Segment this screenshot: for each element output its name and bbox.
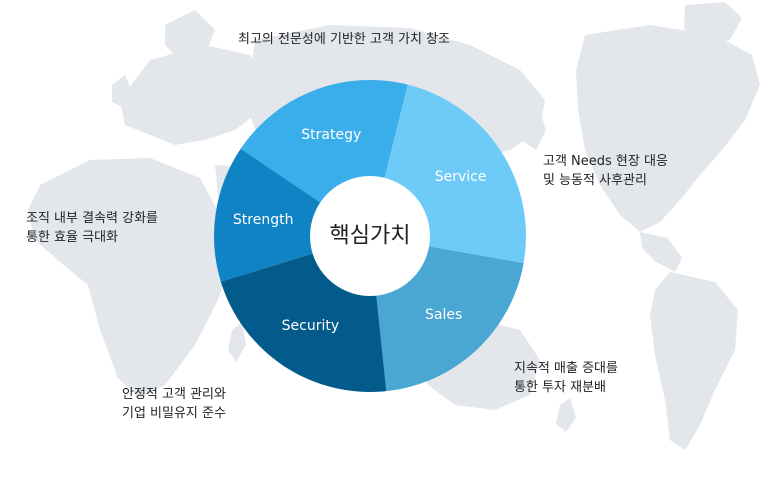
segment-label-strength: Strength	[233, 212, 294, 228]
strategy-description-line: 최고의 전문성에 기반한 고객 가치 창조	[238, 32, 451, 47]
center-circle	[310, 176, 430, 296]
sales-description: 지속적 매출 증대를 통한 투자 재분배	[514, 359, 618, 397]
service-description-line: 고객 Needs 현장 대응	[543, 154, 668, 169]
center-label: 핵심가치	[330, 224, 411, 249]
segment-security	[220, 252, 387, 393]
strength-description: 조직 내부 결속력 강화를 통한 효율 극대화	[26, 209, 158, 247]
segment-label-service: Service	[435, 169, 487, 185]
segment-label-security: Security	[282, 318, 340, 334]
strength-description-line: 조직 내부 결속력 강화를	[26, 211, 158, 226]
segment-label-strategy: Strategy	[301, 127, 361, 143]
security-description-line: 안정적 고객 관리와	[122, 387, 226, 402]
sales-description-line: 통한 투자 재분배	[514, 380, 606, 395]
sales-description-line: 지속적 매출 증대를	[514, 361, 618, 376]
segment-label-sales: Sales	[425, 307, 462, 323]
security-description-line: 기업 비밀유지 준수	[122, 406, 226, 421]
service-description: 고객 Needs 현장 대응 및 능동적 사후관리	[543, 152, 668, 190]
segment-service	[384, 84, 526, 264]
segment-strategy	[240, 79, 408, 204]
security-description: 안정적 고객 관리와 기업 비밀유지 준수	[122, 385, 226, 423]
segment-strength	[214, 148, 322, 282]
strategy-description: 최고의 전문성에 기반한 고객 가치 창조	[238, 30, 450, 49]
strength-description-line: 통한 효율 극대화	[26, 230, 118, 245]
segment-sales	[376, 246, 524, 392]
service-description-line: 및 능동적 사후관리	[543, 173, 647, 188]
